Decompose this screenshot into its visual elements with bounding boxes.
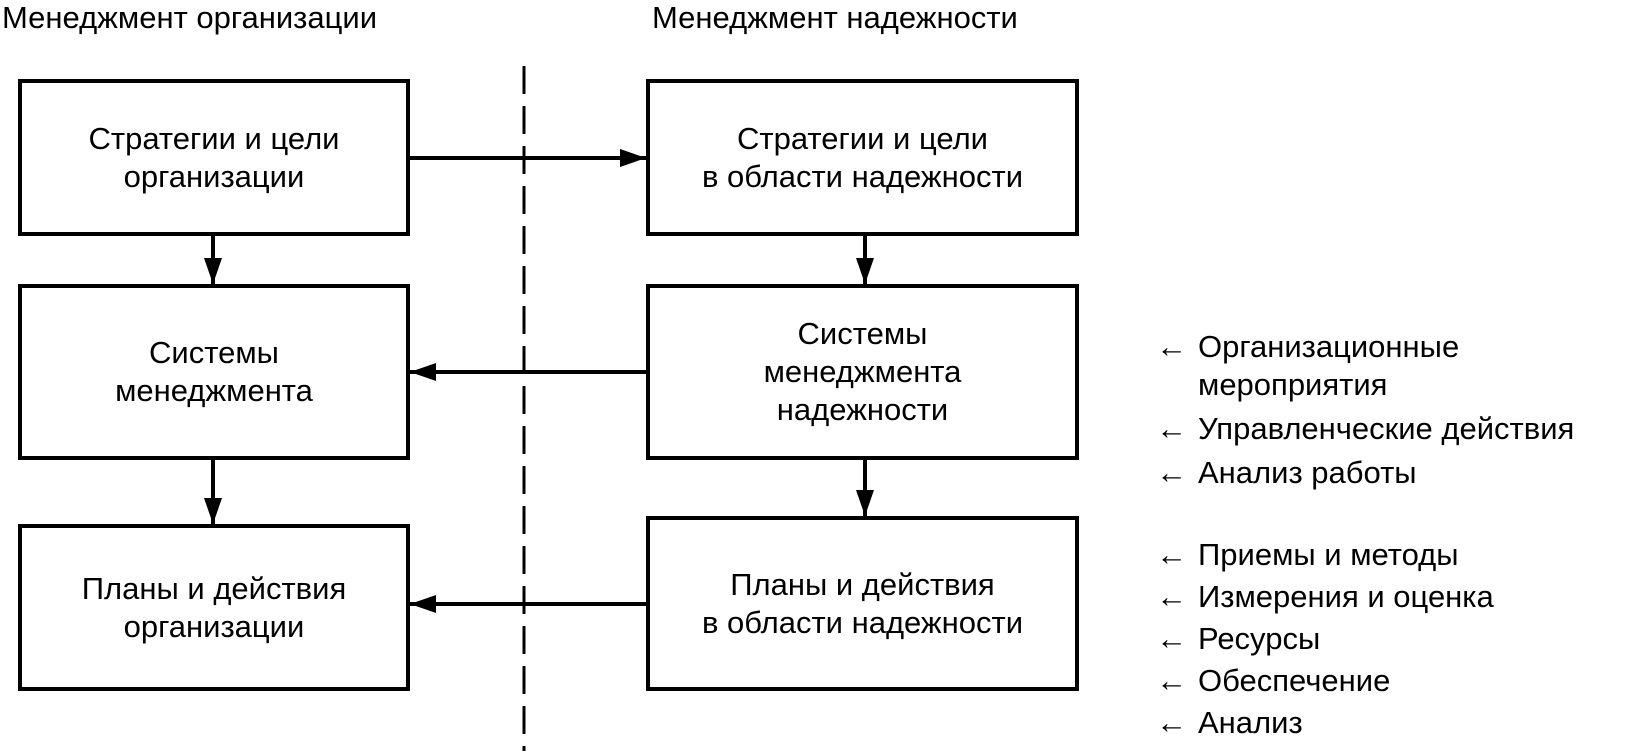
input-item-label: Анализ <box>1198 705 1303 740</box>
input-item-label: Ресурсы <box>1198 621 1321 656</box>
right-column-heading: Менеджмент надежности <box>652 0 1018 35</box>
input-item-label: Анализ работы <box>1198 455 1417 490</box>
input-item: ← Приемы и методы <box>1156 536 1494 574</box>
input-item: ← Ресурсы <box>1156 620 1494 658</box>
input-item-label: Приемы и методы <box>1198 537 1459 572</box>
left-arrow-icon: ← <box>1156 705 1187 740</box>
box-reliability-management-systems: Системы менеджмента надежности <box>646 284 1079 460</box>
box-reliability-plans: Планы и действия в области надежности <box>646 516 1079 691</box>
systems-inputs-list: ← Организационные мероприятия ← Управлен… <box>1156 328 1574 492</box>
input-item: ← Обеспечение <box>1156 662 1494 700</box>
box-reliability-strategy: Стратегии и цели в области надежности <box>646 79 1079 236</box>
box-organization-management-systems-label: Системы менеджмента <box>115 335 313 408</box>
input-item-label: Управленческие действия <box>1198 411 1575 446</box>
input-item: ← Анализ <box>1156 704 1494 742</box>
left-arrow-icon: ← <box>1156 329 1187 364</box>
box-organization-plans-label: Планы и действия организации <box>81 570 347 644</box>
box-organization-management-systems: Системы менеджмента <box>18 284 410 460</box>
input-item: ← Управленческие действия <box>1156 410 1574 448</box>
input-item-label: Обеспечение <box>1198 663 1391 698</box>
left-arrow-icon: ← <box>1156 663 1187 698</box>
box-organization-strategy-label: Стратегии и цели организации <box>88 120 340 194</box>
left-arrow-icon: ← <box>1156 579 1187 614</box>
box-organization-strategy: Стратегии и цели организации <box>18 79 410 236</box>
left-arrow-icon: ← <box>1156 537 1187 572</box>
left-arrow-icon: ← <box>1156 621 1187 656</box>
left-arrow-icon: ← <box>1156 455 1187 490</box>
box-reliability-plans-label: Планы и действия в области надежности <box>701 566 1024 640</box>
box-reliability-strategy-label: Стратегии и цели в области надежности <box>701 120 1024 194</box>
box-organization-plans: Планы и действия организации <box>18 524 410 691</box>
plans-inputs-list: ← Приемы и методы ← Измерения и оценка ←… <box>1156 536 1494 742</box>
input-item: ← Организационные мероприятия <box>1156 328 1574 404</box>
input-item-label: Измерения и оценка <box>1198 579 1494 614</box>
box-reliability-management-systems-label: Системы менеджмента надежности <box>763 316 962 427</box>
left-column-heading: Менеджмент организации <box>2 0 378 35</box>
input-item: ← Анализ работы <box>1156 454 1574 492</box>
left-arrow-icon: ← <box>1156 411 1187 446</box>
input-item: ← Измерения и оценка <box>1156 578 1494 616</box>
input-item-label: Организационные мероприятия <box>1198 329 1460 402</box>
